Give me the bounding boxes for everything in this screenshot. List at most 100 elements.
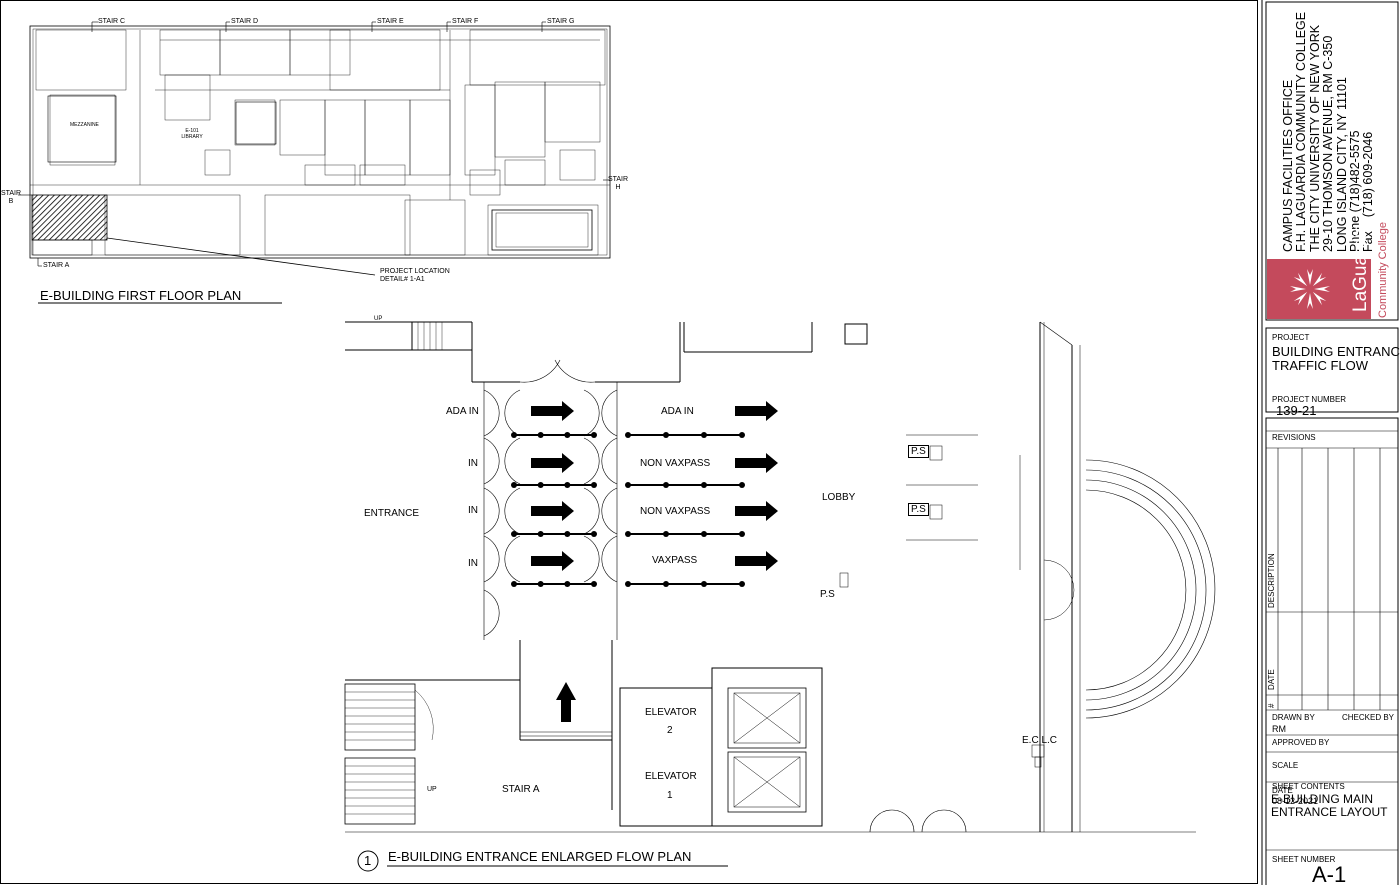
sheet-contents-line-1: E-BUILDING MAIN bbox=[1271, 792, 1374, 806]
lane-2-left-label: IN bbox=[468, 458, 478, 469]
ps-label-3: P.S bbox=[820, 589, 835, 600]
project-label: PROJECT bbox=[1272, 333, 1310, 342]
stanchion-post bbox=[537, 482, 544, 488]
stanchion-post bbox=[591, 581, 597, 587]
revisions-label: REVISIONS bbox=[1272, 433, 1316, 442]
lane-1-right-label: ADA IN bbox=[661, 406, 694, 417]
eclc-label: E.C.L.C bbox=[1022, 735, 1058, 746]
num-col-label: # bbox=[1267, 703, 1276, 708]
approved-by-label: APPROVED BY bbox=[1272, 738, 1330, 747]
office-line-4: 29-10 THOMSON AVENUE, RM C-350 bbox=[1321, 35, 1336, 252]
detail-number: 1 bbox=[364, 853, 372, 868]
lane-1-left-label: ADA IN bbox=[446, 406, 479, 417]
stanchion-post bbox=[701, 531, 707, 537]
stanchion-post bbox=[701, 482, 707, 488]
stanchion-post bbox=[739, 581, 745, 587]
drawn-by-value: RM bbox=[1272, 724, 1286, 734]
office-line-1: CAMPUS FACILITIES OFFICE bbox=[1281, 79, 1295, 252]
key-plan-title: E-BUILDING FIRST FLOOR PLAN bbox=[40, 288, 242, 303]
stanchion-post bbox=[511, 482, 517, 488]
description-col-label: DESCRIPTION bbox=[1267, 553, 1276, 608]
stanchion-post bbox=[537, 432, 544, 438]
project-location-detail: DETAIL# 1-A1 bbox=[380, 276, 425, 283]
stanchion-post bbox=[591, 482, 597, 488]
drawn-by-label: DRAWN BY bbox=[1272, 713, 1315, 722]
project-number: 139-21 bbox=[1276, 403, 1317, 418]
logo-sub: Community College bbox=[1377, 222, 1389, 318]
up-label-top: UP bbox=[374, 316, 383, 322]
stair-h-label: STAIR H bbox=[607, 176, 629, 191]
lane-2-right-label: NON VAXPASS bbox=[640, 458, 711, 469]
lane-3-left-label: IN bbox=[468, 505, 478, 516]
office-address-block: CAMPUS FACILITIES OFFICE F.H. LAGUARDIA … bbox=[1281, 2, 1376, 252]
flow-plan bbox=[344, 321, 1216, 872]
scale-label: SCALE bbox=[1272, 761, 1299, 770]
office-line-5: LONG ISLAND CITY, NY 11101 bbox=[1334, 77, 1349, 252]
date-label: DATE bbox=[1272, 786, 1293, 795]
stanchion-post bbox=[739, 531, 745, 537]
project-line-1: BUILDING ENTRANCE bbox=[1272, 344, 1400, 359]
entrance-label: ENTRANCE bbox=[364, 508, 420, 519]
flow-arrow-right-icon bbox=[735, 501, 778, 521]
stanchion-post bbox=[537, 581, 544, 587]
stanchion-post bbox=[663, 432, 669, 438]
stanchion-post bbox=[511, 432, 517, 438]
stanchion-post bbox=[663, 581, 669, 587]
stanchion-post bbox=[739, 482, 745, 488]
flow-arrow-right-icon bbox=[735, 551, 778, 571]
stanchion-post bbox=[625, 581, 631, 587]
project-location-callout: PROJECT LOCATION bbox=[380, 268, 450, 275]
stanchion-post bbox=[701, 432, 707, 438]
traffic-lanes bbox=[511, 401, 778, 722]
flow-arrow-right-icon bbox=[735, 453, 778, 473]
stanchion-post bbox=[511, 531, 517, 537]
logo-name: LaGuardia bbox=[1350, 223, 1371, 312]
stanchion-post bbox=[663, 482, 669, 488]
flow-arrow-right-icon bbox=[531, 401, 574, 421]
sheet-border bbox=[0, 0, 1258, 884]
sheet-contents-line-2: ENTRANCE LAYOUT bbox=[1271, 805, 1388, 819]
ps-label-1: P.S bbox=[908, 445, 929, 458]
stair-b-label: STAIR B bbox=[0, 190, 22, 205]
flow-arrow-right-icon bbox=[531, 501, 574, 521]
lane-4-left-label: IN bbox=[468, 558, 478, 569]
stanchion-post bbox=[564, 482, 571, 488]
office-line-3: THE CITY UNIVERSITY OF NEW YORK bbox=[1307, 24, 1322, 252]
stanchion-post bbox=[564, 432, 571, 438]
flow-arrow-right-icon bbox=[531, 453, 574, 473]
ps-label-2: P.S bbox=[908, 503, 929, 516]
stanchion-post bbox=[511, 581, 517, 587]
elevator-1-label: ELEVATOR bbox=[645, 771, 697, 782]
date-value: 08-12-2021 bbox=[1272, 796, 1319, 806]
flow-arrow-right-icon bbox=[735, 401, 778, 421]
stanchion-post bbox=[739, 432, 745, 438]
stanchion-post bbox=[591, 432, 597, 438]
lane-3-right-label: NON VAXPASS bbox=[640, 506, 711, 517]
stanchion-post bbox=[591, 531, 597, 537]
stair-f-label: STAIR F bbox=[452, 18, 479, 25]
lane-4-right-label: VAXPASS bbox=[652, 555, 698, 566]
stair-a-label: STAIR A bbox=[502, 784, 540, 795]
date-col-label: DATE bbox=[1267, 669, 1276, 690]
stanchion-post bbox=[564, 581, 571, 587]
flow-plan-title: E-BUILDING ENTRANCE ENLARGED FLOW PLAN bbox=[388, 849, 692, 864]
elevator-2-label: ELEVATOR bbox=[645, 707, 697, 718]
flow-arrow-right-icon bbox=[531, 551, 574, 571]
project-number-label: PROJECT NUMBER bbox=[1272, 395, 1347, 404]
project-line-2: TRAFFIC FLOW bbox=[1272, 358, 1369, 373]
stanchion-post bbox=[625, 432, 631, 438]
stanchion-post bbox=[663, 531, 669, 537]
sheet-number-label: SHEET NUMBER bbox=[1272, 855, 1336, 864]
stanchion-post bbox=[564, 531, 571, 537]
laguardia-flower-icon bbox=[1290, 269, 1330, 309]
stair-a-key-label: STAIR A bbox=[43, 262, 70, 269]
up-label-bottom: UP bbox=[427, 786, 437, 793]
office-line-2: F.H. LAGUARDIA COMMUNITY COLLEGE bbox=[1294, 11, 1309, 252]
lobby-label: LOBBY bbox=[822, 492, 856, 503]
stair-e-label: STAIR E bbox=[377, 18, 404, 25]
elevator-1-number: 1 bbox=[667, 790, 673, 801]
stair-g-label: STAIR G bbox=[547, 18, 575, 25]
project-location-hatch bbox=[31, 194, 108, 241]
office-line-7: Fax (718) 609-2046 bbox=[1361, 131, 1376, 252]
checked-by-label: CHECKED BY bbox=[1342, 713, 1395, 722]
